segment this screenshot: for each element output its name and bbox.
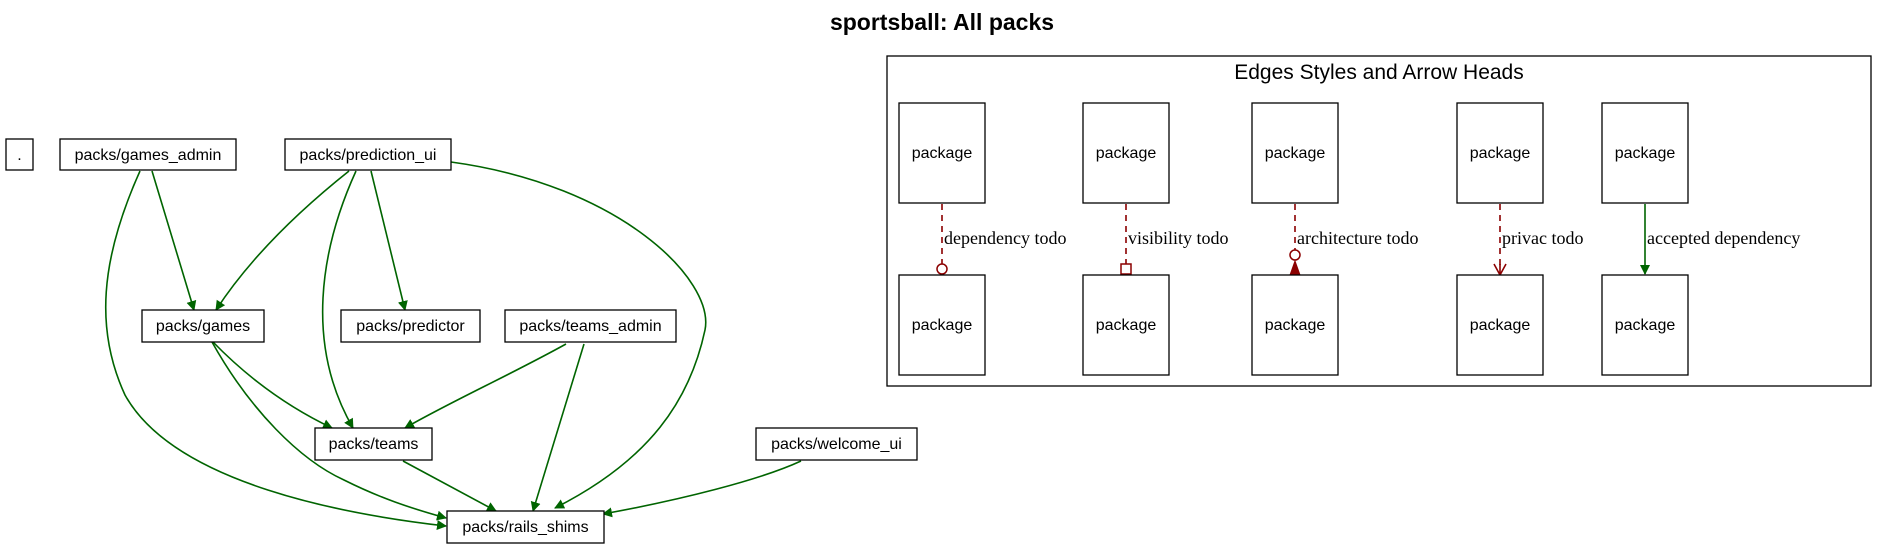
legend-package-target — [1456, 274, 1544, 376]
edge-prediction-ui-to-rails-shims — [450, 161, 707, 509]
legend-package-label: package — [1615, 145, 1676, 162]
legend-package-target — [1601, 274, 1689, 376]
node-label: packs/predictor — [356, 318, 465, 335]
legend-package-source — [1456, 102, 1544, 204]
legend-item-visibility-todo: package visibility todo package — [1082, 102, 1229, 376]
node-teams-admin[interactable]: packs/teams_admin — [504, 309, 677, 343]
legend-package-source — [1251, 102, 1339, 204]
legend-package-label: package — [1265, 145, 1326, 162]
legend-package-label: package — [1470, 317, 1531, 334]
node-prediction-ui[interactable]: packs/prediction_ui — [284, 138, 452, 171]
edge-teams-to-rails-shims — [402, 460, 497, 512]
edge-prediction-ui-to-teams — [321, 170, 357, 429]
legend-package-target — [1082, 274, 1170, 376]
node-root[interactable]: . — [5, 138, 34, 171]
legend-edge-label: accepted dependency — [1647, 228, 1800, 248]
node-label: packs/teams — [329, 436, 419, 453]
node-label: packs/welcome_ui — [771, 436, 902, 453]
legend-package-label: package — [1615, 317, 1676, 334]
edge-games-to-teams — [212, 341, 333, 429]
legend-package-target — [1251, 274, 1339, 376]
node-label: . — [17, 147, 21, 164]
node-label: packs/games_admin — [75, 147, 222, 164]
edge-prediction-ui-to-predictor — [370, 170, 408, 311]
node-teams[interactable]: packs/teams — [314, 427, 433, 461]
legend-title: Edges Styles and Arrow Heads — [1234, 61, 1524, 84]
odot-arrowhead-icon — [1289, 249, 1301, 261]
legend-package-source — [1601, 102, 1689, 204]
graph-title: sportsball: All packs — [830, 9, 1054, 35]
odot-arrowhead-icon — [936, 263, 948, 275]
edge-games-admin-to-games — [151, 170, 197, 311]
legend-edge-label: privac todo — [1502, 228, 1583, 248]
edge-prediction-ui-to-games — [215, 170, 350, 311]
legend-item-privac-todo: package privac todo package — [1456, 102, 1583, 376]
legend-item-accepted-dependency: package accepted dependency package — [1601, 102, 1800, 376]
legend-item-architecture-todo: package architecture todo package — [1251, 102, 1418, 376]
legend-package-label: package — [1096, 317, 1157, 334]
edge-teams-admin-to-teams — [404, 343, 567, 429]
crow-arrowhead-icon — [1493, 263, 1507, 277]
edge-games-admin-to-rails-shims — [104, 170, 447, 530]
legend-edge-label: dependency todo — [944, 228, 1066, 248]
node-games-admin[interactable]: packs/games_admin — [59, 138, 237, 171]
node-welcome-ui[interactable]: packs/welcome_ui — [755, 427, 918, 461]
edge-teams-admin-to-rails-shims — [530, 343, 585, 512]
legend-package-label: package — [912, 145, 973, 162]
legend-edge-label: visibility todo — [1128, 228, 1229, 248]
obox-arrowhead-icon — [1120, 263, 1132, 275]
legend-frame — [886, 55, 1872, 387]
legend-package-label: package — [1096, 145, 1157, 162]
legend-edge-label: architecture todo — [1297, 228, 1418, 248]
edge-welcome-ui-to-rails-shims — [602, 460, 802, 518]
edge-games-to-rails-shims — [211, 341, 447, 521]
legend-package-source — [898, 102, 986, 204]
node-label: packs/rails_shims — [462, 519, 588, 536]
legend-cluster: Edges Styles and Arrow Heads package dep… — [886, 55, 1872, 387]
node-label: packs/prediction_ui — [300, 147, 437, 164]
legend-package-source — [1082, 102, 1170, 204]
normal-arrowhead-icon — [1289, 259, 1301, 276]
legend-package-label: package — [1470, 145, 1531, 162]
node-games[interactable]: packs/games — [141, 309, 265, 343]
edges — [104, 161, 802, 530]
node-label: packs/teams_admin — [519, 318, 661, 335]
legend-item-dependency-todo: package dependency todo package — [898, 102, 1066, 376]
legend-package-label: package — [912, 317, 973, 334]
node-predictor[interactable]: packs/predictor — [340, 309, 481, 343]
node-label: packs/games — [156, 318, 250, 335]
legend-package-target — [898, 274, 986, 376]
legend-package-label: package — [1265, 317, 1326, 334]
node-rails-shims[interactable]: packs/rails_shims — [446, 510, 605, 544]
